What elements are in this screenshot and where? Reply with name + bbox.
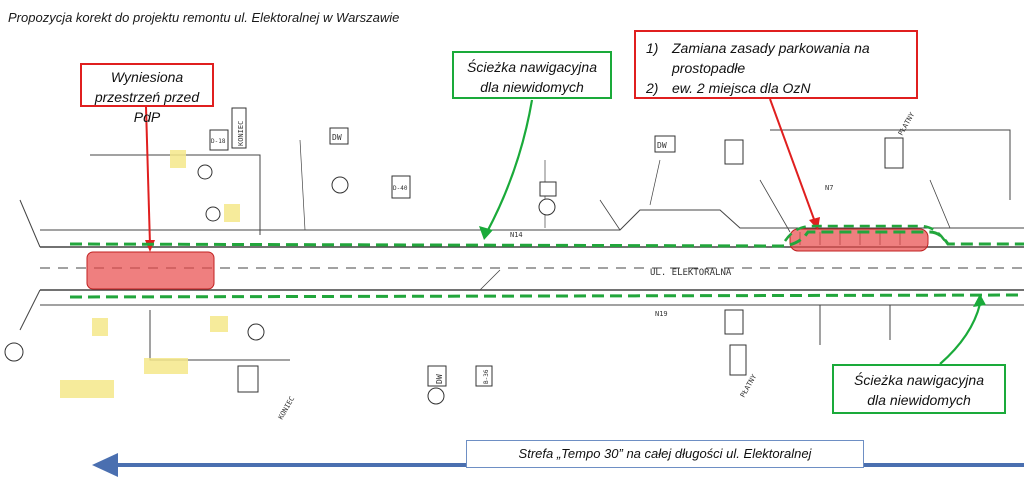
sign-circle-1	[197, 164, 213, 180]
raised-area-highlight	[86, 251, 215, 290]
sign-dw-2-label: DW	[657, 141, 667, 150]
sign-koniec-bottom-box	[237, 365, 259, 393]
callout-parking-num-2	[646, 58, 672, 78]
yellow-marker-5	[144, 358, 188, 374]
callout-nav-path-top: Ścieżka nawigacyjna dla niewidomych	[452, 51, 612, 99]
callout-nav-path-top-line-1: Ścieżka nawigacyjna	[467, 59, 597, 75]
sign-koniec-top-label: KONIEC	[237, 121, 245, 146]
sign-b36-label: B-36	[483, 369, 490, 384]
yellow-marker-2	[224, 204, 240, 222]
label-n14: N14	[510, 231, 523, 239]
sign-b36-box	[475, 365, 493, 387]
sign-circle-4	[247, 323, 265, 341]
callout-parking-text-2: prostopadłe	[672, 60, 746, 76]
sign-d18-label: D-18	[211, 138, 226, 145]
pdp-pointer-arrowhead	[145, 240, 155, 252]
sign-m8-box	[539, 181, 557, 197]
sign-platny-bottom-box	[729, 344, 747, 376]
street-name-label: UL. ELEKTORALNA	[650, 268, 732, 278]
sign-platny-top-label: PŁATNY	[897, 110, 917, 137]
callout-parking: 1) Zamiana zasady parkowania na prostopa…	[634, 30, 918, 99]
callout-parking-num-1: 1)	[646, 40, 659, 56]
cross-street-edge	[19, 199, 41, 331]
sign-p-box-top	[724, 139, 744, 165]
sign-dw1-box	[329, 127, 349, 145]
pdp-pointer-arrow	[145, 106, 151, 246]
sign-dw-3-label: DW	[435, 374, 444, 384]
sign-koniec-top-box	[231, 107, 247, 149]
sign-posts	[4, 107, 904, 405]
callout-parking-row-1: 1) Zamiana zasady parkowania na	[646, 38, 916, 58]
sign-dw3-box	[427, 365, 447, 387]
callout-nav-path-bottom-line-2: dla niewidomych	[867, 392, 971, 408]
callout-parking-text-1: Zamiana zasady parkowania na	[672, 40, 870, 56]
sign-dw2-box	[654, 135, 676, 153]
label-n7: N7	[825, 184, 833, 192]
sign-d18-box	[209, 129, 229, 151]
sign-d40-box	[391, 175, 411, 199]
sign-p-box-bottom	[724, 309, 744, 335]
yellow-marker-3	[92, 318, 108, 336]
yellow-marker-1	[170, 150, 186, 168]
nav-bottom-pointer-arrow	[939, 303, 982, 365]
callout-parking-row-2: prostopadłe	[646, 58, 916, 78]
sign-koniec-bottom-label: KONIEC	[277, 395, 297, 421]
parking-highlight	[789, 228, 929, 252]
sign-arrow-circle-2	[538, 198, 556, 216]
nav-path-north	[69, 230, 1024, 248]
sign-circle-3	[427, 387, 445, 405]
sign-dw-1-label: DW	[332, 133, 342, 142]
tree-lines	[299, 139, 661, 231]
callout-raised-area: Wyniesiona przestrzeń przed PdP	[80, 63, 214, 125]
callout-raised-area-line-1: Wyniesiona	[110, 69, 184, 85]
building-south-right	[819, 305, 891, 345]
callout-parking-num-3: 2)	[646, 80, 659, 96]
callout-parking-row-3: 2) ew. 2 miejsca dla OzN	[646, 78, 916, 98]
tempo-arrow-head	[92, 453, 118, 477]
callout-nav-path-bottom-line-1: Ścieżka nawigacyjna	[854, 372, 984, 388]
nav-path-north-inner	[783, 224, 947, 242]
callout-parking-text-3: ew. 2 miejsca dla OzN	[672, 80, 811, 96]
sign-m-circle	[4, 342, 24, 362]
sign-arrow-circle-1	[331, 176, 349, 194]
misc-lines	[479, 179, 951, 291]
sign-platny-bottom-label: PŁATNY	[739, 372, 759, 399]
yellow-marker-6	[60, 380, 114, 398]
building-north-right	[770, 129, 1011, 200]
label-n19: N19	[655, 310, 668, 318]
nav-top-pointer-arrowhead	[479, 226, 493, 240]
callout-nav-path-bottom: Ścieżka nawigacyjna dla niewidomych	[832, 364, 1006, 414]
sign-circle-2	[205, 206, 221, 222]
nav-top-pointer-arrow	[486, 99, 534, 233]
callout-raised-area-line-2: przestrzeń przed PdP	[94, 89, 200, 125]
tempo-30-zone-label: Strefa „Tempo 30” na całej długości ul. …	[466, 440, 864, 468]
page-title: Propozycja korekt do projektu remontu ul…	[8, 10, 400, 25]
sign-d40-label: D-40	[393, 185, 408, 192]
nav-path-south	[69, 293, 1024, 299]
parking-pointer-arrow	[769, 98, 816, 223]
yellow-markers	[60, 150, 240, 398]
yellow-marker-4	[210, 316, 228, 332]
callout-nav-path-top-line-2: dla niewidomych	[480, 79, 584, 95]
nav-bottom-pointer-arrowhead	[973, 294, 986, 307]
sign-platny-top-box	[884, 137, 904, 169]
